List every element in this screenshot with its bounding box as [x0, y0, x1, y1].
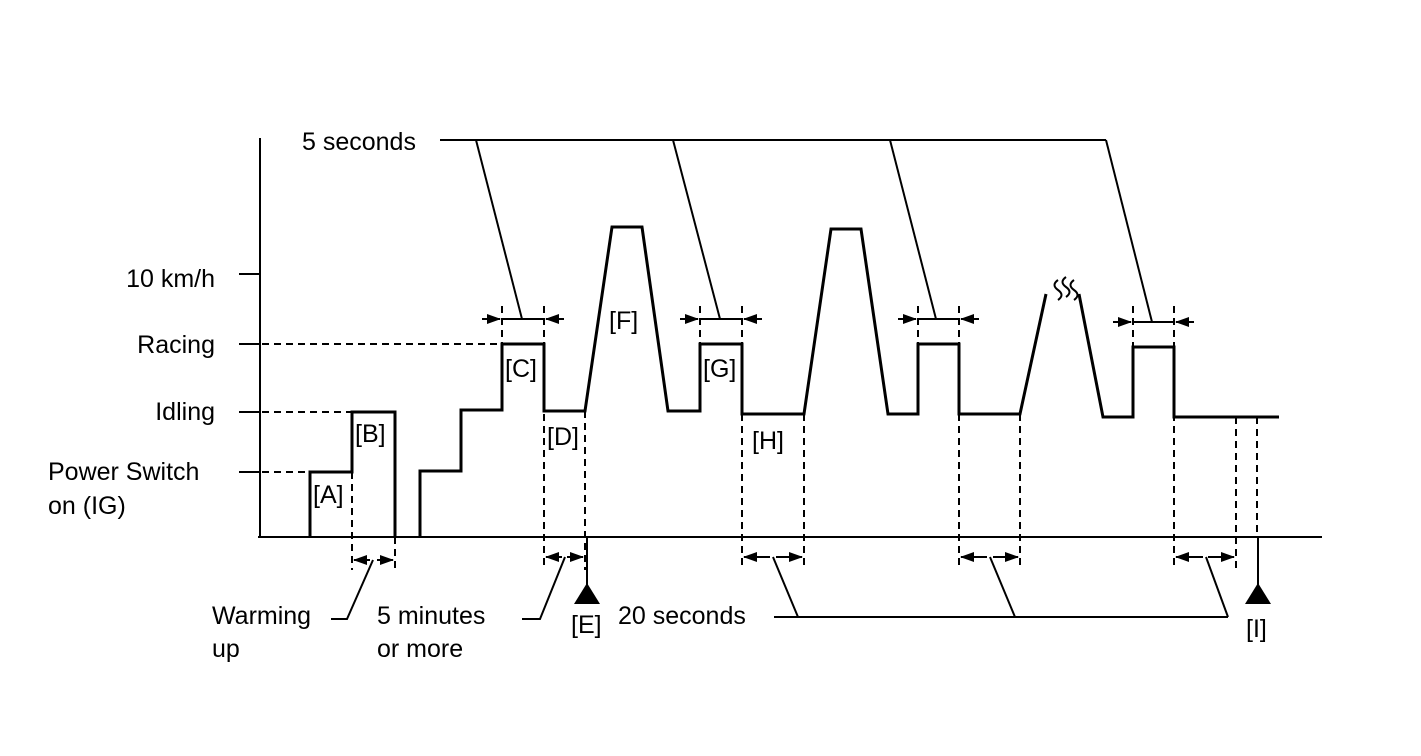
step-i: [I] — [1246, 615, 1267, 643]
step-b: [B] — [355, 420, 386, 448]
break-squiggle-icon — [1053, 276, 1079, 301]
label-racing: Racing — [137, 331, 215, 359]
vertical-dashes — [351, 306, 1258, 570]
y-ticks — [239, 273, 260, 473]
label-twenty-seconds: 20 seconds — [618, 602, 746, 630]
triangle-icon — [1245, 583, 1271, 604]
event-marker-e — [574, 537, 600, 604]
step-f: [F] — [609, 307, 638, 335]
label-five-min-line1: 5 minutes — [377, 602, 485, 630]
profile-drive-2 — [1077, 293, 1279, 419]
label-power-line1: Power Switch — [48, 458, 199, 486]
step-g: [G] — [703, 355, 736, 383]
warming-leader — [331, 559, 374, 620]
five-min-leader — [522, 556, 566, 620]
twenty-seconds-leaders — [772, 556, 1229, 618]
triangle-icon — [574, 583, 600, 604]
label-five-min-line2: or more — [377, 635, 463, 663]
step-e: [E] — [571, 611, 602, 639]
event-marker-i — [1245, 537, 1271, 604]
step-c: [C] — [505, 355, 537, 383]
duration-arrows-bottom — [353, 552, 1235, 565]
five-seconds-leaders — [440, 139, 1153, 323]
label-five-seconds: 5 seconds — [302, 128, 416, 156]
label-idling: Idling — [155, 398, 215, 426]
profile-drive-1 — [418, 225, 1048, 537]
step-a: [A] — [313, 481, 344, 509]
five-second-arrows — [482, 314, 1194, 327]
label-warming-line1: Warming — [212, 602, 311, 630]
reference-dashes — [262, 343, 500, 473]
label-speed: 10 km/h — [126, 265, 215, 293]
label-power-line2: on (IG) — [48, 492, 126, 520]
step-d: [D] — [547, 423, 579, 451]
label-warming-line2: up — [212, 635, 240, 663]
step-h: [H] — [752, 427, 784, 455]
